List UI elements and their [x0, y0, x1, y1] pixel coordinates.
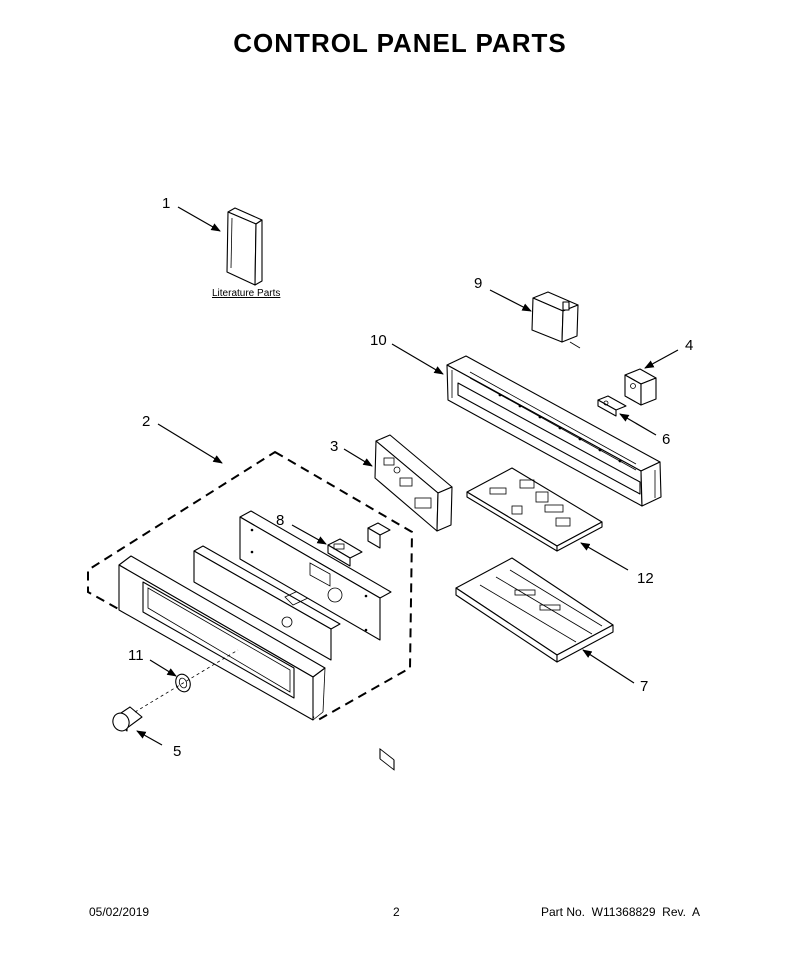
part-2-assembly-outline — [87, 450, 414, 722]
part-6-clip — [597, 395, 627, 417]
leader-lines — [136, 206, 679, 746]
part-3-control-board — [374, 434, 453, 771]
callout-5: 5 — [173, 743, 181, 760]
page-title: CONTROL PANEL PARTS — [233, 28, 567, 58]
part-8-connector — [327, 522, 391, 567]
part-4-relay — [624, 368, 657, 406]
callout-6: 6 — [662, 431, 670, 448]
callout-8: 8 — [276, 512, 284, 529]
assembly-axis-line — [134, 649, 239, 713]
footer-part-number: Part No. W11368829 Rev. A — [541, 905, 700, 919]
callout-12: 12 — [637, 570, 654, 587]
literature-booklet — [226, 207, 263, 286]
callout-4: 4 — [685, 337, 693, 354]
part-7-tray — [455, 557, 614, 663]
callout-2: 2 — [142, 413, 150, 430]
callout-10: 10 — [370, 332, 387, 349]
part-2-overlay — [193, 545, 341, 661]
callout-7: 7 — [640, 678, 648, 695]
callout-9: 9 — [474, 275, 482, 292]
literature-parts-label: Literature Parts — [212, 288, 280, 299]
callout-1: 1 — [162, 195, 170, 212]
part-2-mount-panel — [239, 510, 392, 641]
part-12-main-board — [466, 467, 603, 552]
callout-3: 3 — [330, 438, 338, 455]
part-10-panel-frame — [446, 355, 662, 507]
part-2-control-panel — [118, 555, 326, 721]
footer-page-number: 2 — [393, 905, 400, 919]
callout-11: 11 — [128, 647, 144, 664]
part-9-bracket — [531, 291, 581, 349]
footer-date: 05/02/2019 — [89, 905, 150, 919]
